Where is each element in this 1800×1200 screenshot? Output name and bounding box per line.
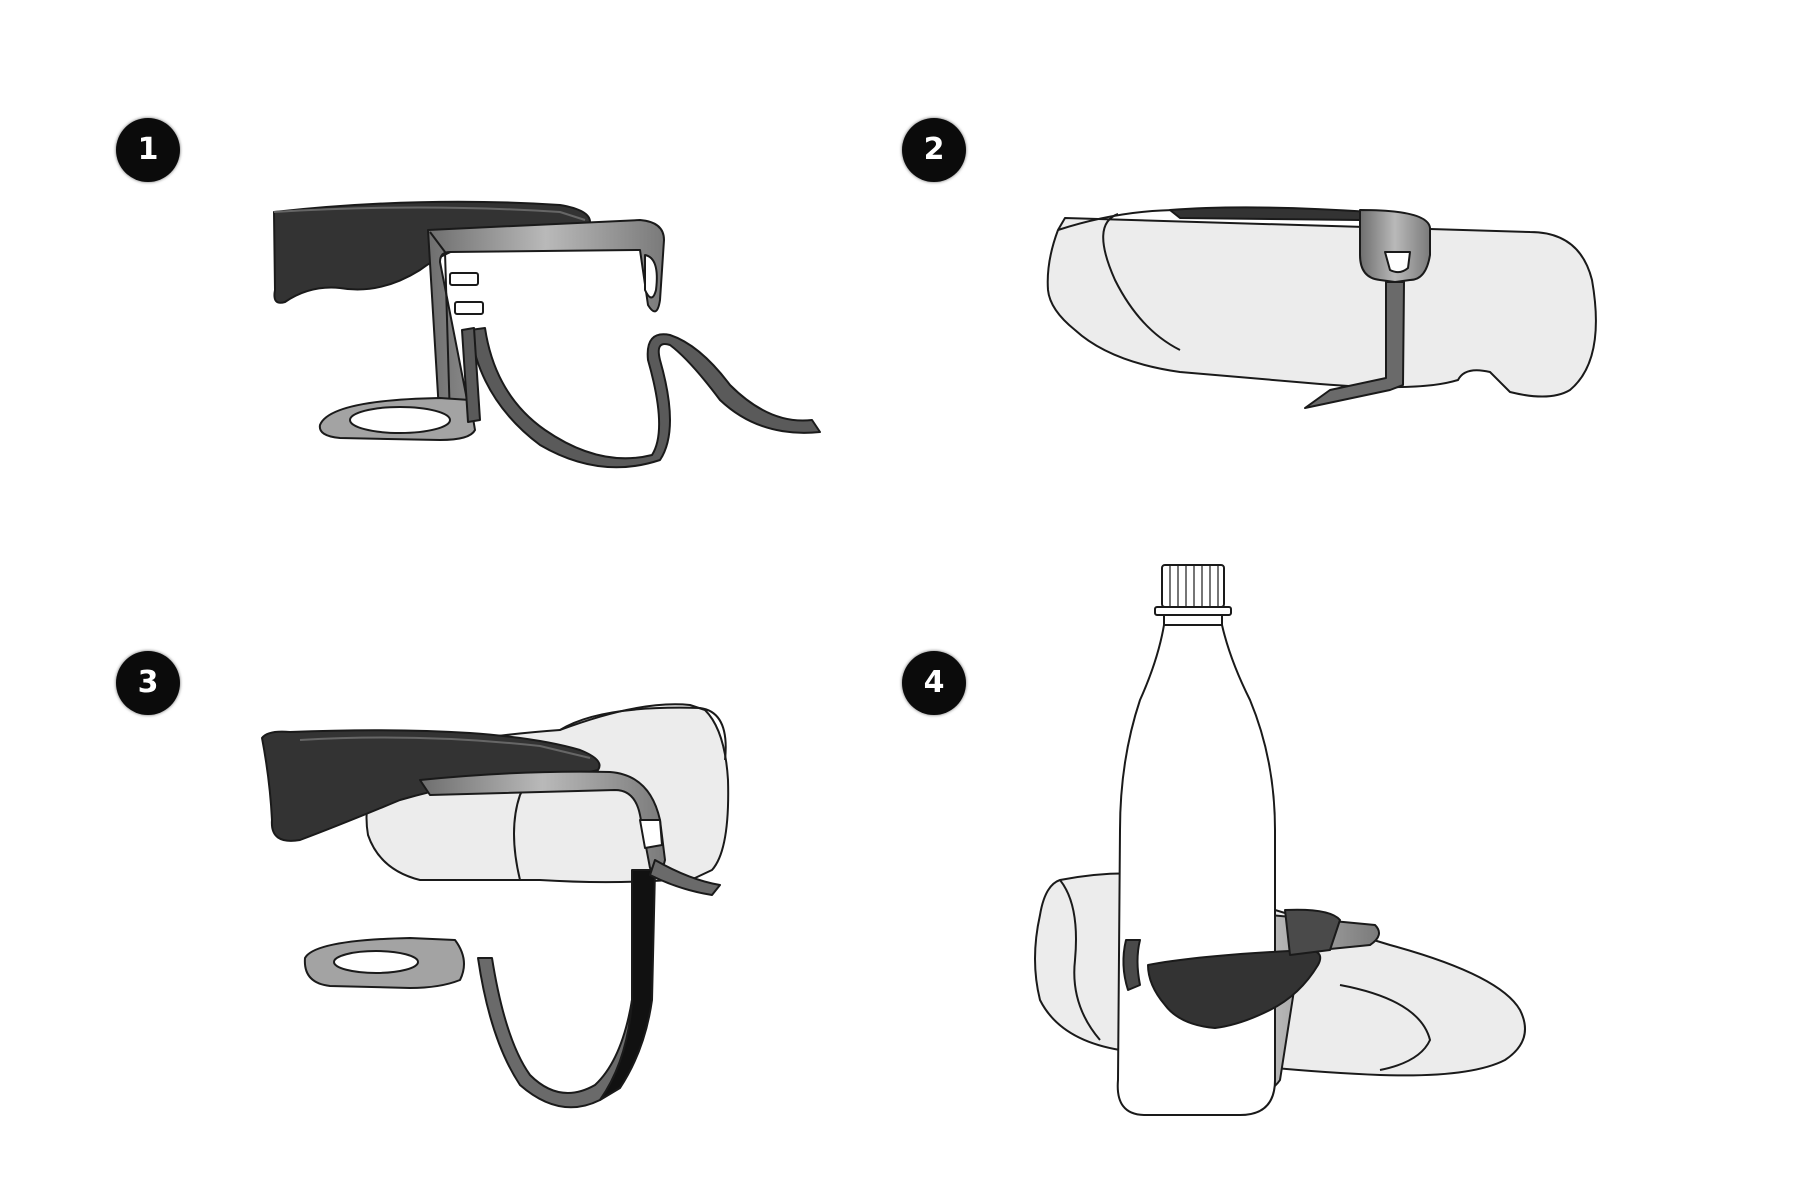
clip-strapped-to-bar-side-view-icon (1046, 206, 1597, 409)
step-1-badge: 1 (116, 118, 180, 182)
step-3-badge: 3 (116, 651, 180, 715)
step-1-number: 1 (137, 132, 159, 167)
clip-mounted-on-bar-with-strap-loop-icon (261, 703, 730, 1109)
step-3-number: 3 (137, 665, 159, 700)
bottle-cap-ridges-icon (1169, 566, 1219, 606)
clip-holder-with-loose-strap-icon (273, 200, 821, 469)
step-4-badge: 4 (902, 651, 966, 715)
step-2-badge: 2 (902, 118, 966, 182)
step-4-number: 4 (923, 665, 945, 700)
bottle-held-in-mounted-clip-icon (1034, 564, 1526, 1116)
step-2-number: 2 (923, 132, 945, 167)
